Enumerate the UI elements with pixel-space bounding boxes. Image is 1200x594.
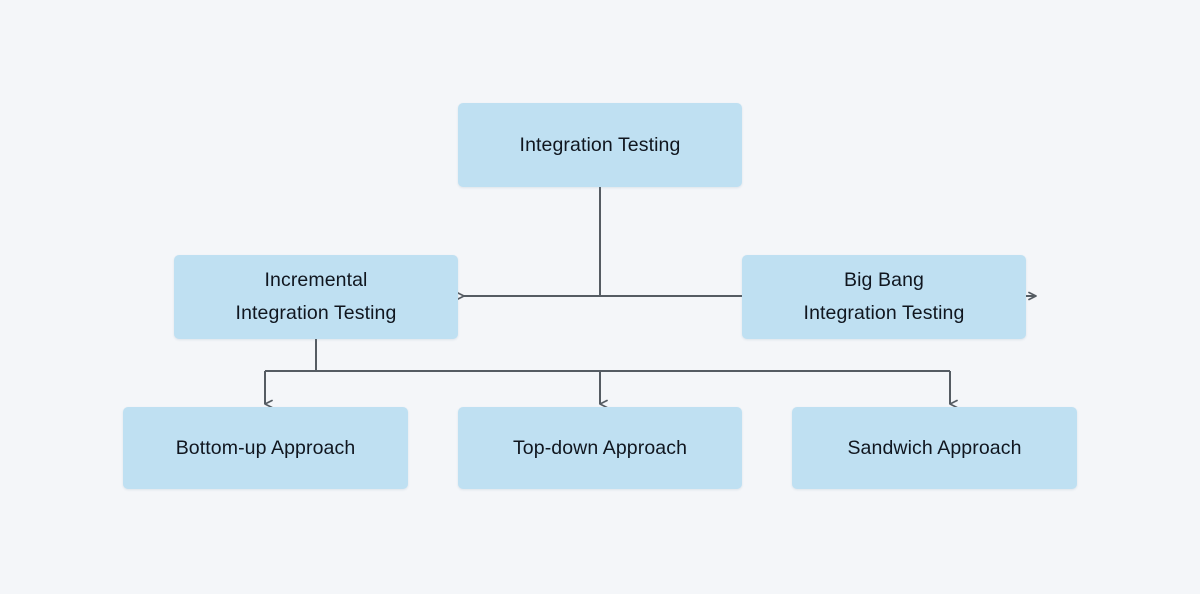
node-label-big-bang-integration-testing: Big Bang Integration Testing	[803, 269, 965, 324]
node-label-bottom-up-approach: Bottom-up Approach	[175, 436, 356, 459]
node-big-bang-integration-testing[interactable]: Big Bang Integration Testing	[742, 255, 1026, 339]
node-incremental-integration-testing[interactable]: Incremental Integration Testing	[174, 255, 458, 339]
node-label-top-down-approach: Top-down Approach	[512, 436, 688, 459]
node-top-down-approach[interactable]: Top-down Approach	[458, 407, 742, 489]
node-label-sandwich-approach: Sandwich Approach	[847, 436, 1022, 459]
node-sandwich-approach[interactable]: Sandwich Approach	[792, 407, 1077, 489]
node-bottom-up-approach[interactable]: Bottom-up Approach	[123, 407, 408, 489]
node-integration-testing[interactable]: Integration Testing	[458, 103, 742, 187]
node-label-incremental-integration-testing: Incremental Integration Testing	[235, 269, 397, 324]
node-label-integration-testing: Integration Testing	[519, 133, 681, 156]
edge-incremental-to-level3	[264, 339, 958, 409]
